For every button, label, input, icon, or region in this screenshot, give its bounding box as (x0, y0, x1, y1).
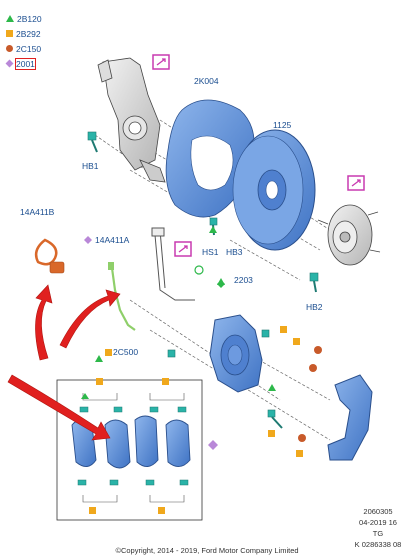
legend-item-2b120: 2B120 (6, 13, 42, 25)
brake-pads (71, 415, 191, 469)
copyright: ©Copyright, 2014 - 2019, Ford Motor Comp… (115, 546, 299, 555)
diamond-purple-icon (5, 59, 14, 68)
callout-14a411b: 14A411B (20, 207, 55, 217)
circle-rust-icon (6, 45, 13, 53)
callout-hb2: HB2 (306, 302, 323, 312)
wear-sensor-14a411b (34, 238, 65, 274)
callout-14a411a: 14A411A (95, 235, 130, 245)
callout-2c500: 2C500 (113, 347, 139, 357)
callout-hs1: HS1 (202, 247, 219, 257)
legend-item-2b292: 2B292 (6, 28, 41, 40)
legend-item-2c150: 2C150 (6, 43, 41, 55)
callout-2203: 2203 (234, 275, 253, 285)
legend-item-2001: 2001 (5, 58, 36, 70)
wear-sensor-14a411a (108, 262, 136, 331)
part-ref: K 0286338 08 (354, 540, 402, 549)
marker-circles (298, 346, 322, 442)
dust-shield (165, 99, 255, 218)
brake-disc (232, 129, 316, 251)
clip-icon (194, 265, 204, 275)
marker-diamond (208, 440, 218, 450)
steering-knuckle (97, 57, 166, 183)
pad-clips (77, 406, 189, 486)
code-tg: TG (372, 529, 384, 538)
callout-1125: 1125 (273, 120, 292, 130)
wheel-hub (317, 204, 381, 266)
date-line: 04-2019 16 (359, 518, 397, 527)
marker-triangle-small (217, 280, 225, 288)
triangle-green-icon (6, 15, 14, 23)
red-arrows (7, 284, 121, 441)
square-orange-icon (6, 30, 13, 38)
callout-hb3: HB3 (226, 247, 243, 257)
brake-hose (151, 227, 195, 301)
doc-number: 2060305 (363, 507, 393, 516)
pad-kit-brackets (82, 393, 185, 503)
marker-diamond (84, 236, 92, 244)
callout-2k004: 2K004 (194, 76, 219, 86)
callout-hb1: HB1 (82, 161, 99, 171)
caliper-bracket (327, 374, 373, 461)
brake-caliper (209, 314, 263, 393)
marker-squares (89, 326, 303, 514)
